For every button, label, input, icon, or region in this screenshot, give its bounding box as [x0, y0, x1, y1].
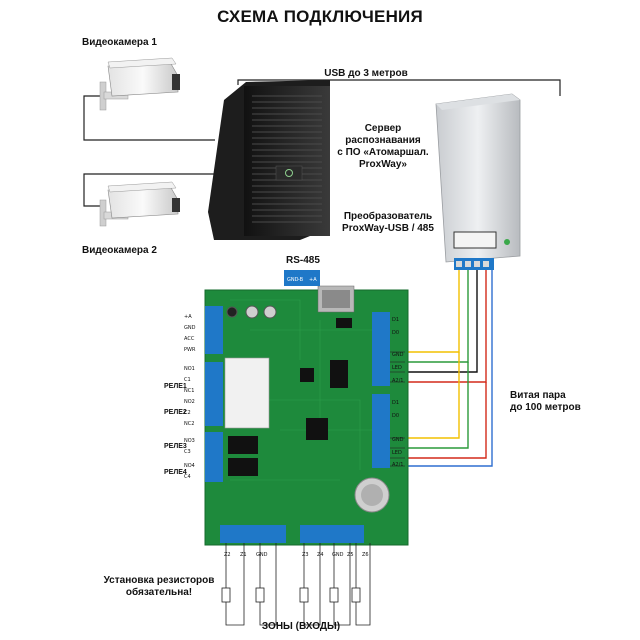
wire-blue-lower — [405, 270, 493, 467]
pin-label: NO1 — [184, 366, 195, 372]
pin-label: D0 — [392, 413, 399, 419]
zone-pin-labels: Z2 Z1 GND Z3 Z4 GND Z5 Z6 — [224, 552, 369, 558]
pin-label: NO4 — [184, 463, 195, 469]
usb-cable — [237, 79, 561, 96]
camera-cables — [83, 79, 561, 207]
server-label-line: распознавания — [345, 135, 421, 146]
pin-label: ACC — [184, 336, 195, 342]
camera1-label: Видеокамера 1 — [82, 37, 157, 48]
pin-label: +А — [184, 314, 192, 320]
wire-black — [405, 270, 478, 373]
pin-label: LED — [392, 365, 402, 371]
pin-label: A2/1 — [392, 378, 403, 384]
pin-label: NO2 — [184, 399, 195, 405]
rs485-pin-labels: GND -B +A — [287, 277, 317, 283]
camera1-illustration — [99, 57, 180, 111]
wire-yellow — [405, 270, 460, 353]
pin-label: NO3 — [184, 438, 195, 444]
pin-label: GND — [256, 552, 268, 558]
pin-label: Z6 — [362, 552, 369, 558]
pin-label: D0 — [392, 330, 399, 336]
pin-label: C3 — [184, 449, 191, 455]
right-pin-labels-upper: D1 D0 GND LED A2/1 — [392, 317, 404, 384]
resistor-note-line: обязательна! — [125, 587, 193, 598]
converter-label: Преобразователь ProxWay-USB / 485 — [336, 211, 440, 235]
pin-label: LED — [392, 450, 402, 456]
usb-label: USB до 3 метров — [324, 68, 408, 79]
relay4-label: РЕЛЕ4 — [164, 469, 187, 476]
pin-label: GND — [287, 277, 299, 283]
converter-label-line: ProxWay-USB / 485 — [342, 223, 434, 234]
pin-label: Z2 — [224, 552, 231, 558]
server-label-line: Сервер — [364, 123, 402, 134]
pin-label: PWR — [184, 347, 196, 353]
pin-label: A2/1 — [392, 462, 403, 468]
camera2-illustration — [99, 181, 180, 227]
pin-label: C4 — [184, 474, 191, 480]
zones-label: ЗОНЫ (ВХОДЫ) — [261, 621, 341, 632]
wire-red — [405, 270, 487, 383]
zone-resistor-wiring — [225, 543, 371, 626]
camera2-cable — [83, 173, 215, 207]
left-pin-labels: +А GND ACC PWR NO1 C1 NC1 NO2 C2 NC2 NO3… — [184, 314, 196, 480]
page-title: СХЕМА ПОДКЛЮЧЕНИЯ — [217, 7, 423, 26]
server-illustration — [208, 80, 330, 240]
twisted-pair-label: Витая пара до 100 метров — [510, 390, 581, 414]
resistor-note-line: Установка резисторов — [103, 575, 215, 586]
pin-label: NC1 — [184, 388, 194, 394]
pin-label: GND — [184, 325, 196, 331]
converter-illustration — [435, 93, 521, 270]
wire-green-lower — [405, 362, 469, 449]
server-label: Сервер распознавания с ПО «Атомаршал. Pr… — [334, 123, 432, 171]
relay3-label: РЕЛЕ3 — [164, 443, 187, 450]
converter-label-line: Преобразователь — [343, 211, 433, 222]
pin-label: -B — [298, 277, 304, 283]
twisted-pair-label-line: Витая пара — [510, 390, 566, 401]
right-connector-leads — [390, 351, 405, 467]
pin-label: GND — [392, 437, 404, 443]
relay-labels: РЕЛЕ1 РЕЛЕ2 РЕЛЕ3 РЕЛЕ4 — [164, 383, 187, 476]
pin-label: NC2 — [184, 421, 194, 427]
twisted-pair-label-line: до 100 метров — [510, 402, 581, 413]
camera2-label: Видеокамера 2 — [82, 245, 157, 256]
resistor-note: Установка резисторов обязательна! — [100, 575, 218, 599]
relay2-label: РЕЛЕ2 — [164, 409, 187, 416]
wire-yellow-lower — [405, 352, 460, 439]
wire-red-lower — [405, 382, 487, 459]
pin-label: +A — [309, 277, 317, 283]
pin-label: D1 — [392, 400, 399, 406]
rs485-label: RS-485 — [286, 255, 320, 266]
pin-label: C1 — [184, 377, 191, 383]
pin-label: GND — [392, 352, 404, 358]
camera1-cable — [83, 95, 215, 141]
server-label-line: с ПО «Атомаршал. — [337, 147, 429, 158]
server-label-line: ProxWay» — [359, 159, 407, 170]
pin-label: D1 — [392, 317, 399, 323]
zone-resistors — [221, 587, 361, 603]
right-pin-labels-lower: D1 D0 GND LED A2/1 — [392, 400, 404, 468]
pin-label: C2 — [184, 410, 191, 416]
twisted-pair-wires — [405, 270, 493, 467]
controller-board — [204, 270, 409, 546]
pin-label: GND — [332, 552, 344, 558]
pin-label: Z1 — [240, 552, 247, 558]
relay1-label: РЕЛЕ1 — [164, 383, 187, 390]
pin-label: Z3 — [302, 552, 309, 558]
